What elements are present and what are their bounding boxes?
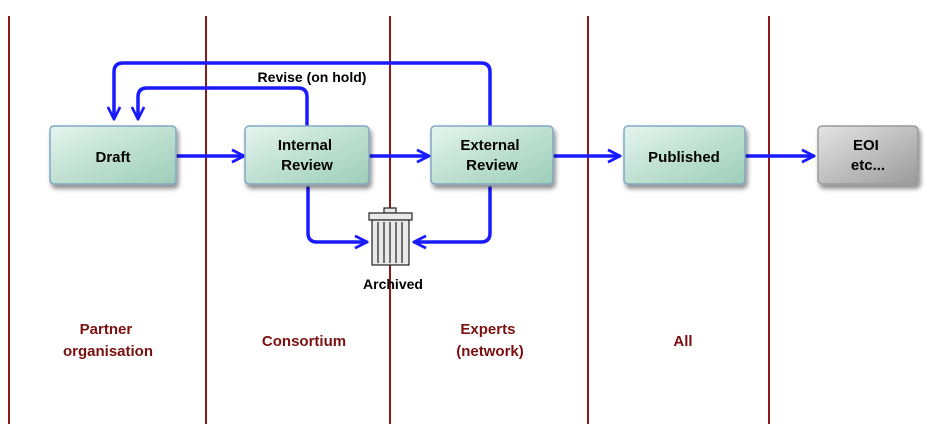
external-to-archive-arrow	[415, 186, 492, 242]
lane-experts-label: Experts (network)	[456, 321, 524, 360]
stage-external-review[interactable]: External Review	[430, 125, 554, 185]
lane-all-label: All	[673, 333, 692, 350]
stage-internal-review[interactable]: Internal Review	[244, 125, 370, 185]
internal-to-archive-arrow	[306, 186, 366, 242]
revise-loop-inner-arrow	[138, 86, 309, 127]
flow-arrows	[114, 61, 813, 242]
archived-label: Archived	[363, 276, 423, 292]
lane-consortium-label: Consortium	[262, 333, 346, 350]
stage-published-label: Published	[648, 149, 720, 166]
stage-eoi-label: EOI etc...	[851, 137, 885, 174]
stage-boxes: Draft Internal Review External Review Pu…	[49, 125, 919, 185]
revise-label: Revise (on hold)	[258, 69, 367, 85]
stage-draft-label: Draft	[95, 149, 130, 166]
stage-draft[interactable]: Draft	[49, 125, 177, 185]
stage-internal-review-label: Internal Review	[278, 137, 336, 174]
revise-loop-outer-arrow	[114, 61, 492, 127]
stage-published[interactable]: Published	[623, 125, 746, 185]
lane-partner-label: Partner organisation	[63, 321, 153, 360]
trash-bin-icon	[368, 207, 413, 266]
stage-eoi[interactable]: EOI etc...	[817, 125, 919, 185]
lane-labels: Partner organisation Consortium Experts …	[63, 321, 693, 360]
stage-external-review-label: External Review	[460, 137, 523, 174]
